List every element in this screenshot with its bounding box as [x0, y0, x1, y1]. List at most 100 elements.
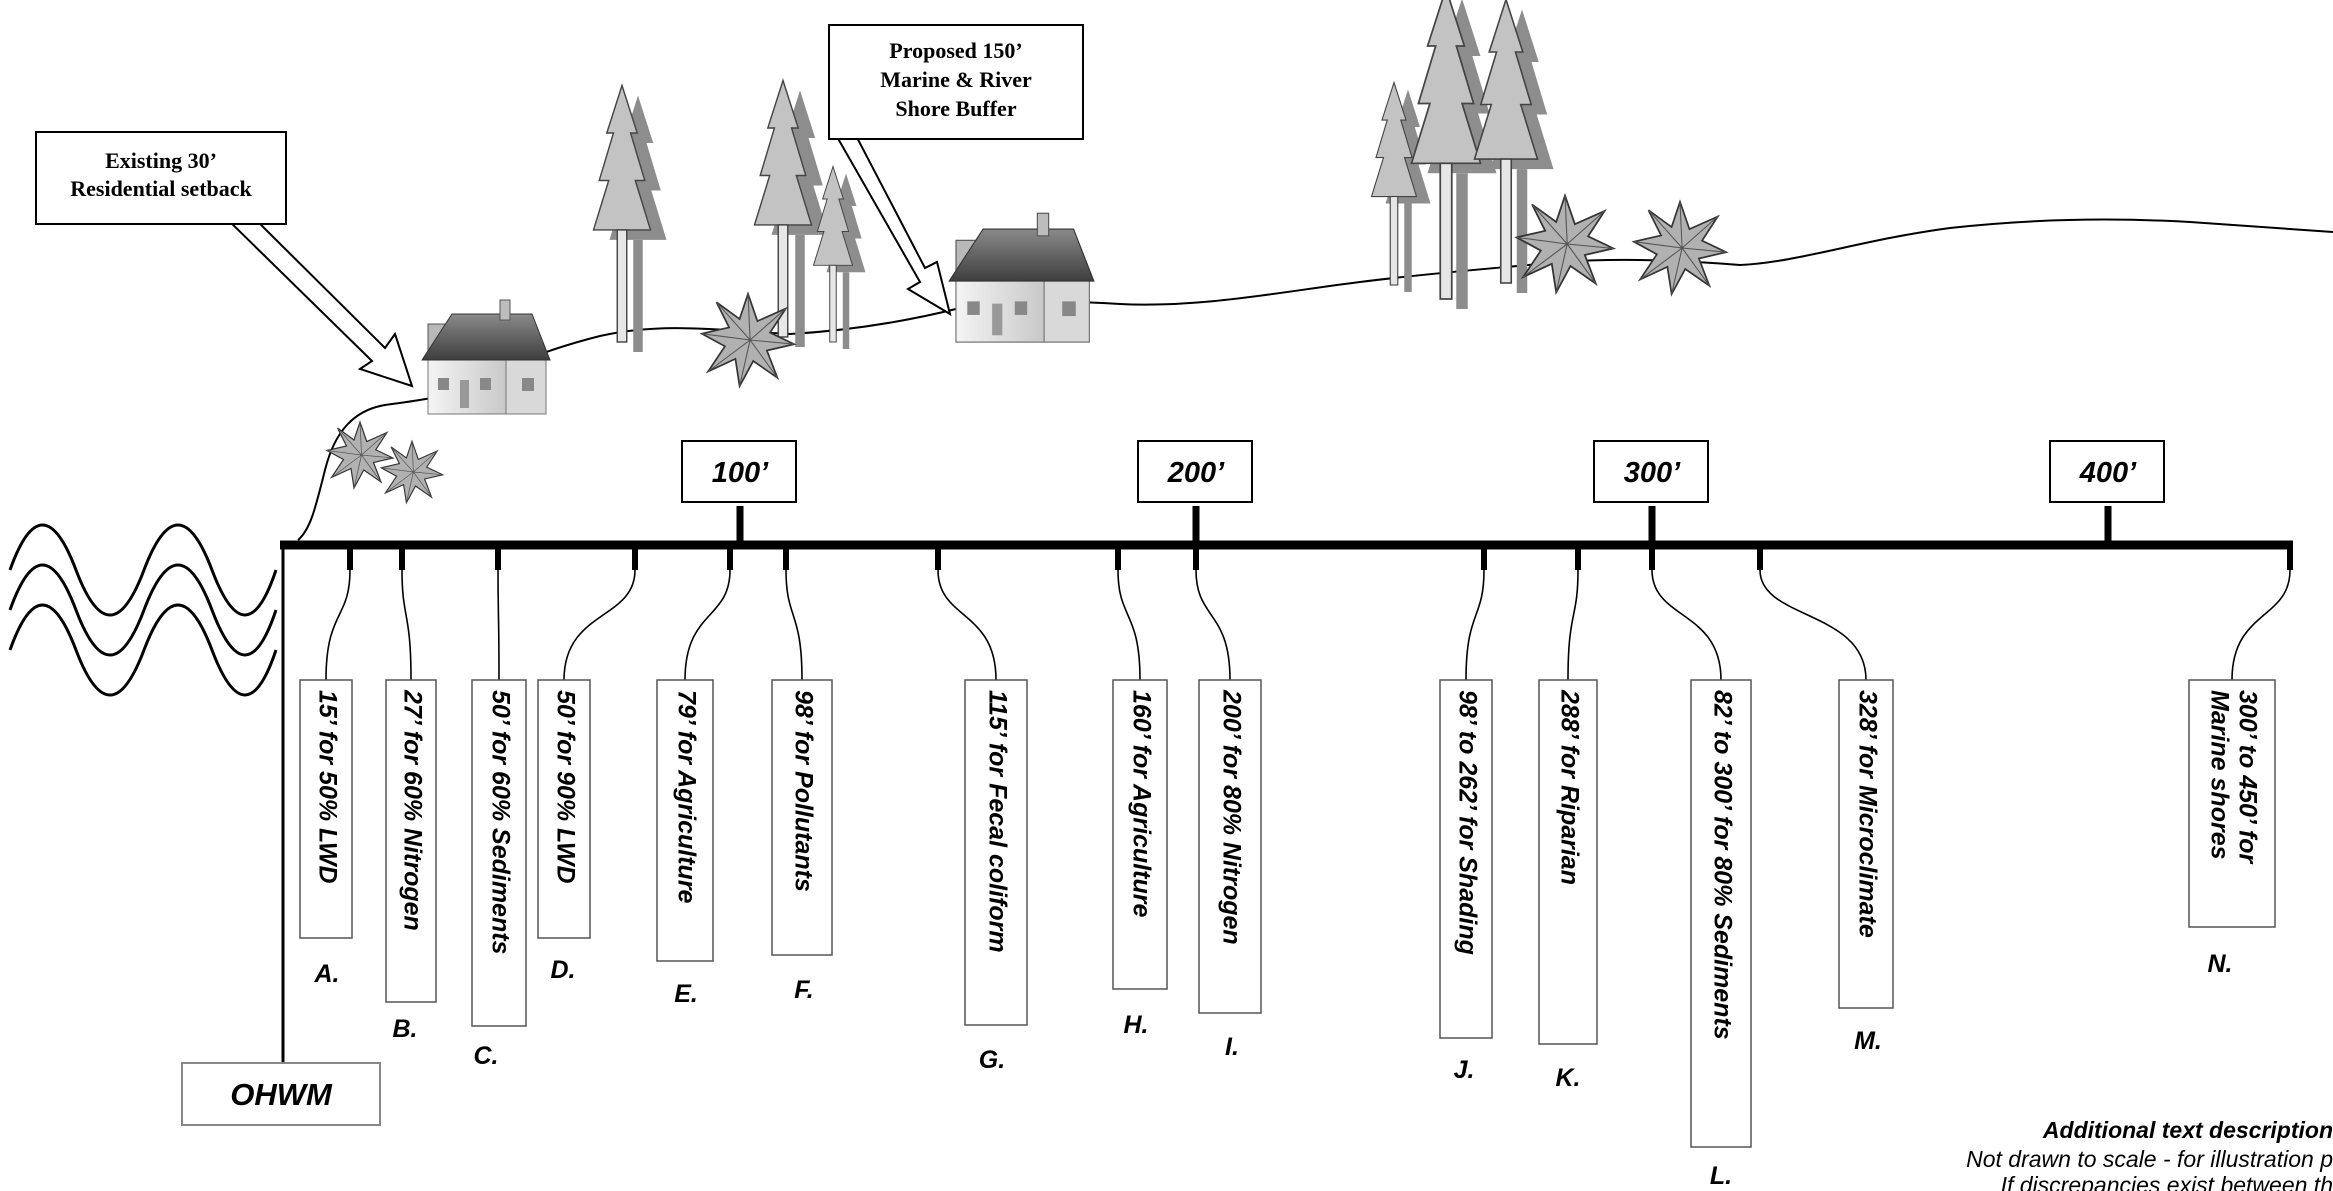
- buffer-letter: F.: [794, 976, 813, 1004]
- setback-arrow: [224, 206, 414, 388]
- buffer-letter: N.: [2208, 950, 2233, 978]
- buffer-connector: [1465, 569, 1485, 681]
- wave-lines: [8, 523, 278, 697]
- house-buffer-edge: [948, 212, 1095, 343]
- buffer-label: 288’ for Riparian: [1555, 689, 1583, 885]
- buffer-label-box: [1112, 679, 1168, 990]
- buffer-label-box: [656, 679, 714, 962]
- scale-label-box: [1137, 440, 1253, 503]
- buffer-letter: I.: [1225, 1033, 1239, 1061]
- scale-label-box: [681, 440, 797, 503]
- ohwm-label-box: OHWM: [181, 1062, 381, 1126]
- buffer-label: 27’ for 60% Nitrogen: [398, 689, 426, 931]
- notes-line: Not drawn to scale - for illustration p: [1966, 1146, 2333, 1172]
- buffer-connector: [785, 569, 803, 681]
- buffer-label-box: [2188, 679, 2276, 928]
- buffer-label-box: [385, 679, 437, 1003]
- callout-line: Proposed 150’: [889, 38, 1022, 63]
- buffer-label: 98’ to 262’ for Shading: [1453, 690, 1481, 955]
- buffer-letter: L.: [1710, 1162, 1732, 1190]
- buffer-letter: C.: [474, 1042, 499, 1070]
- buffer-label-box: [299, 679, 353, 939]
- buffer-connector: [1195, 569, 1231, 681]
- scale-label-box: [2049, 440, 2165, 503]
- buffer-connector: [401, 569, 412, 681]
- buffer-label-box: [1538, 679, 1598, 1045]
- buffer-label: 82’ to 300’ for 80% Sediments: [1708, 690, 1736, 1040]
- buffer-label-box: [471, 679, 527, 1027]
- buffer-label-box: [1439, 679, 1493, 1039]
- scale-label: 400’: [2079, 457, 2137, 489]
- buffer-label-box: [771, 679, 833, 956]
- buffer-connector: [1759, 569, 1867, 681]
- callout-line: Marine & River: [880, 67, 1032, 92]
- buffer-label: 79’ for Agriculture: [672, 690, 700, 904]
- buffer-connector: [325, 569, 351, 681]
- buffer-letter: M.: [1854, 1027, 1882, 1055]
- ohwm-label: OHWM: [230, 1077, 333, 1112]
- buffer-letter: K.: [1556, 1064, 1581, 1092]
- buffer-connector: [1117, 569, 1141, 681]
- scale-ticks: 100’ 200’ 300’ 400’: [681, 440, 2165, 545]
- buffer-label-box: [1198, 679, 1262, 1014]
- buffer-label: 50’ for 60% Sediments: [486, 690, 514, 955]
- buffer-item: 15’ for 50% LWD A.: [299, 545, 353, 988]
- buffer-label-box: [1690, 679, 1752, 1148]
- buffer-letter: D.: [551, 956, 576, 984]
- callout-line: Residential setback: [70, 176, 252, 201]
- buffer-connector: [563, 569, 636, 681]
- scale-label-box: [1593, 440, 1709, 503]
- buffer-label: 300’ to 450’ for: [2233, 690, 2261, 864]
- buffer-label: Marine shores: [2205, 690, 2233, 860]
- buffer-label-box: [964, 679, 1028, 1026]
- scale-label: 100’: [712, 457, 769, 489]
- buffer-letter: J.: [1454, 1056, 1475, 1084]
- buffer-label: 115’ for Fecal coliform: [983, 690, 1011, 953]
- notes-heading: Additional text description: [2042, 1117, 2333, 1143]
- callout-line: Shore Buffer: [895, 96, 1016, 121]
- proposed-buffer-callout: Proposed 150’ Marine & River Shore Buffe…: [828, 24, 1084, 140]
- buffer-connector: [684, 569, 731, 681]
- scale-label: 300’: [1624, 457, 1681, 489]
- buffer-letter: H.: [1124, 1011, 1149, 1039]
- buffer-arrow: [834, 126, 952, 317]
- buffer-connector: [497, 569, 500, 681]
- buffer-connector: [1567, 569, 1579, 681]
- buffer-letter: B.: [393, 1015, 418, 1043]
- callout-line: Existing 30’: [105, 148, 217, 173]
- tree-group-left: [592, 84, 667, 352]
- buffer-letter: E.: [674, 980, 698, 1008]
- buffer-label-box: [1838, 679, 1894, 1009]
- buffer-letter: G.: [979, 1046, 1005, 1074]
- buffer-label: 15’ for 50% LWD: [313, 690, 341, 884]
- notes-line: If discrepancies exist between th: [2001, 1172, 2333, 1191]
- buffer-label: 98’ for Pollutants: [789, 690, 817, 892]
- buffer-label: 50’ for 90% LWD: [551, 690, 579, 884]
- buffer-label: 328’ for Microclimate: [1853, 690, 1881, 938]
- tree-group-right: [1370, 0, 1554, 310]
- house-near-shore: [421, 299, 551, 415]
- buffer-label: 160’ for Agriculture: [1127, 690, 1155, 917]
- buffer-connector: [1651, 569, 1722, 681]
- buffer-item: 50’ for 90% LWD D.: [537, 545, 638, 984]
- scale-label: 200’: [1167, 457, 1225, 489]
- buffer-connector: [2231, 569, 2291, 681]
- buffer-letter: A.: [314, 960, 340, 988]
- existing-setback-callout: Existing 30’ Residential setback: [35, 131, 287, 225]
- buffer-label-box: [537, 679, 591, 939]
- buffer-connector: [937, 569, 997, 681]
- ground-profile: [297, 218, 2333, 541]
- buffer-label: 200’ for 80% Nitrogen: [1217, 689, 1245, 945]
